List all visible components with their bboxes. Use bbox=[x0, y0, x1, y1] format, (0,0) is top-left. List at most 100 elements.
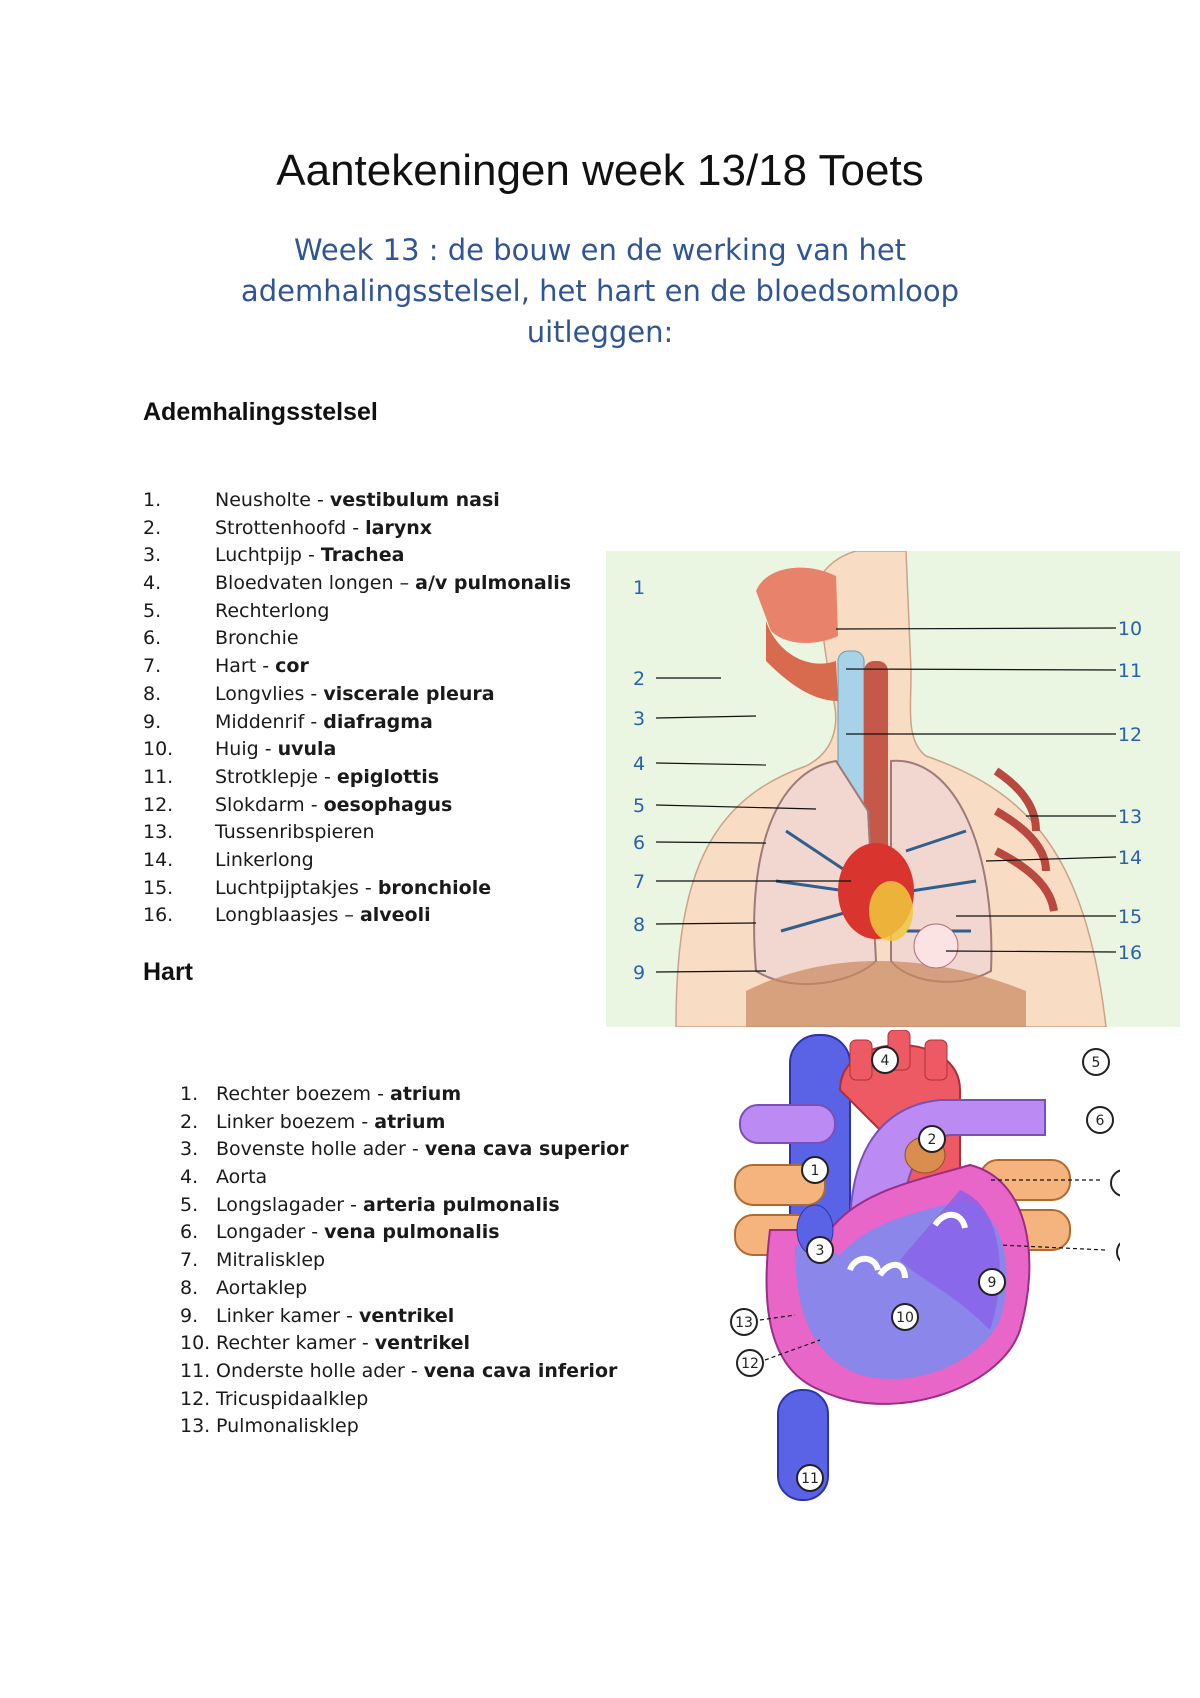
respiratory-list-item: 6. Bronchie bbox=[143, 625, 571, 653]
figure-label: 4 bbox=[881, 1053, 890, 1069]
figure-label: 13 bbox=[1118, 806, 1142, 828]
label-circle bbox=[796, 1464, 824, 1492]
term-dutch: Rechterlong bbox=[215, 599, 330, 622]
tricuspid-valve bbox=[847, 1255, 908, 1279]
leader-line bbox=[655, 841, 767, 844]
list-number: 6. bbox=[180, 1221, 199, 1244]
heart-list-item: 1.Rechter boezem - atrium bbox=[180, 1081, 629, 1109]
term-dutch: Rechter kamer - bbox=[216, 1332, 375, 1355]
label-circle bbox=[730, 1308, 758, 1336]
respiratory-list-item: 12.Slokdarm - oesophagus bbox=[143, 792, 571, 820]
heart-list-item: 8.Aortaklep bbox=[180, 1275, 629, 1303]
alveoli bbox=[913, 923, 959, 969]
term-latin: epiglottis bbox=[336, 765, 440, 788]
respiratory-list-item: 8.Longvlies - viscerale pleura bbox=[143, 681, 571, 709]
figure-label: 13 bbox=[735, 1315, 753, 1331]
list-number: 6. bbox=[143, 627, 162, 650]
list-number: 2. bbox=[180, 1110, 199, 1133]
term-dutch: Longblaasjes – bbox=[215, 904, 360, 927]
term-dutch: Hart - bbox=[215, 655, 276, 678]
heart-list-item: 13.Pulmonalisklep bbox=[180, 1413, 629, 1441]
figure-label: 10 bbox=[1118, 618, 1142, 640]
term-dutch: Rechter boezem - bbox=[216, 1083, 390, 1105]
heart-list-item: 5.Longslagader - arteria pulmonalis bbox=[180, 1192, 629, 1220]
list-number: 12. bbox=[143, 793, 174, 816]
figure-label: 9 bbox=[988, 1275, 997, 1291]
list-number: 8. bbox=[143, 682, 162, 705]
leader-line bbox=[655, 762, 767, 766]
aorta-branch-1 bbox=[849, 1039, 873, 1081]
list-number: 10. bbox=[143, 738, 174, 761]
list-number: 13. bbox=[180, 1415, 211, 1438]
page-title: Aantekeningen week 13/18 Toets bbox=[276, 146, 924, 195]
term-latin: a/v pulmonalis bbox=[415, 572, 572, 595]
term-latin: atrium bbox=[374, 1110, 446, 1133]
list-number: 8. bbox=[180, 1276, 199, 1299]
leader-line bbox=[945, 950, 1117, 953]
list-number: 9. bbox=[180, 1304, 199, 1327]
intercostal-muscles bbox=[993, 767, 1058, 912]
list-number: 1. bbox=[180, 1083, 199, 1105]
figure-label: 16 bbox=[1118, 942, 1142, 964]
term-dutch: Longvlies - bbox=[215, 682, 324, 705]
figure-label: 8 bbox=[633, 914, 645, 936]
figure-label: 11 bbox=[801, 1471, 819, 1487]
figure-label: 4 bbox=[633, 753, 645, 775]
label-circle bbox=[918, 1125, 946, 1153]
nasal-cavity bbox=[756, 567, 838, 643]
figure-label: 3 bbox=[816, 1243, 825, 1259]
list-number: 7. bbox=[143, 655, 162, 678]
leader-line bbox=[655, 804, 817, 810]
label-circle bbox=[806, 1236, 834, 1264]
respiratory-list-item: 13.Tussenribspieren bbox=[143, 819, 571, 847]
list-number: 1. bbox=[143, 489, 162, 511]
term-dutch: Onderste holle ader - bbox=[216, 1359, 424, 1382]
figure-label: 15 bbox=[1118, 906, 1142, 928]
term-dutch: Mitralisklep bbox=[216, 1249, 326, 1272]
leader-line bbox=[764, 1339, 821, 1361]
respiratory-list-item: 4.Bloedvaten longen – a/v pulmonalis bbox=[143, 570, 571, 598]
list-number: 4. bbox=[180, 1166, 199, 1189]
mitral-valve bbox=[932, 1211, 968, 1229]
heart-heading: Hart bbox=[143, 958, 194, 986]
figure-label: 7 bbox=[633, 871, 645, 893]
list-number: 9. bbox=[143, 710, 162, 733]
term-dutch: Pulmonalisklep bbox=[216, 1415, 359, 1438]
diaphragm bbox=[746, 961, 1026, 1027]
term-latin: vestibulum nasi bbox=[329, 489, 500, 511]
label-circle bbox=[978, 1268, 1006, 1296]
respiratory-list-item: 2.Strottenhoofd - larynx bbox=[143, 515, 571, 543]
figure-label: 5 bbox=[633, 795, 645, 817]
respiratory-heading: Ademhalingsstelsel bbox=[143, 398, 378, 426]
list-number: 10. bbox=[180, 1332, 211, 1355]
leader-line bbox=[759, 1314, 796, 1321]
term-dutch: Linker kamer - bbox=[216, 1304, 360, 1327]
list-number: 3. bbox=[180, 1138, 199, 1161]
figure-label: 2 bbox=[928, 1132, 937, 1148]
respiratory-list-item: 15.Luchtpijptakjes - bronchiole bbox=[143, 875, 571, 903]
term-latin: oesophagus bbox=[323, 793, 453, 816]
term-latin: bronchiole bbox=[377, 876, 492, 899]
term-dutch: Bronchie bbox=[215, 627, 299, 650]
leader-line bbox=[835, 627, 1117, 630]
term-dutch: Bloedvaten longen – bbox=[215, 572, 416, 595]
list-number: 2. bbox=[143, 516, 162, 539]
heart-list-item: 4.Aorta bbox=[180, 1164, 629, 1192]
list-number: 16. bbox=[143, 904, 174, 927]
leader-line bbox=[655, 715, 757, 719]
label-circle bbox=[1082, 1048, 1110, 1076]
list-number: 13. bbox=[143, 821, 174, 844]
heart-list-item: 6.Longader - vena pulmonalis bbox=[180, 1219, 629, 1247]
label-circle bbox=[736, 1349, 764, 1377]
aorta-branch-3 bbox=[924, 1039, 948, 1081]
term-latin: alveoli bbox=[359, 904, 431, 927]
figure-label: 1 bbox=[633, 577, 645, 599]
label-circle bbox=[801, 1156, 829, 1184]
figure-label: 10 bbox=[896, 1310, 914, 1326]
leader-lines bbox=[655, 627, 1117, 973]
respiratory-list-item: 11.Strotklepje - epiglottis bbox=[143, 764, 571, 792]
respiratory-list-item: 3.Luchtpijp - Trachea bbox=[143, 542, 571, 570]
